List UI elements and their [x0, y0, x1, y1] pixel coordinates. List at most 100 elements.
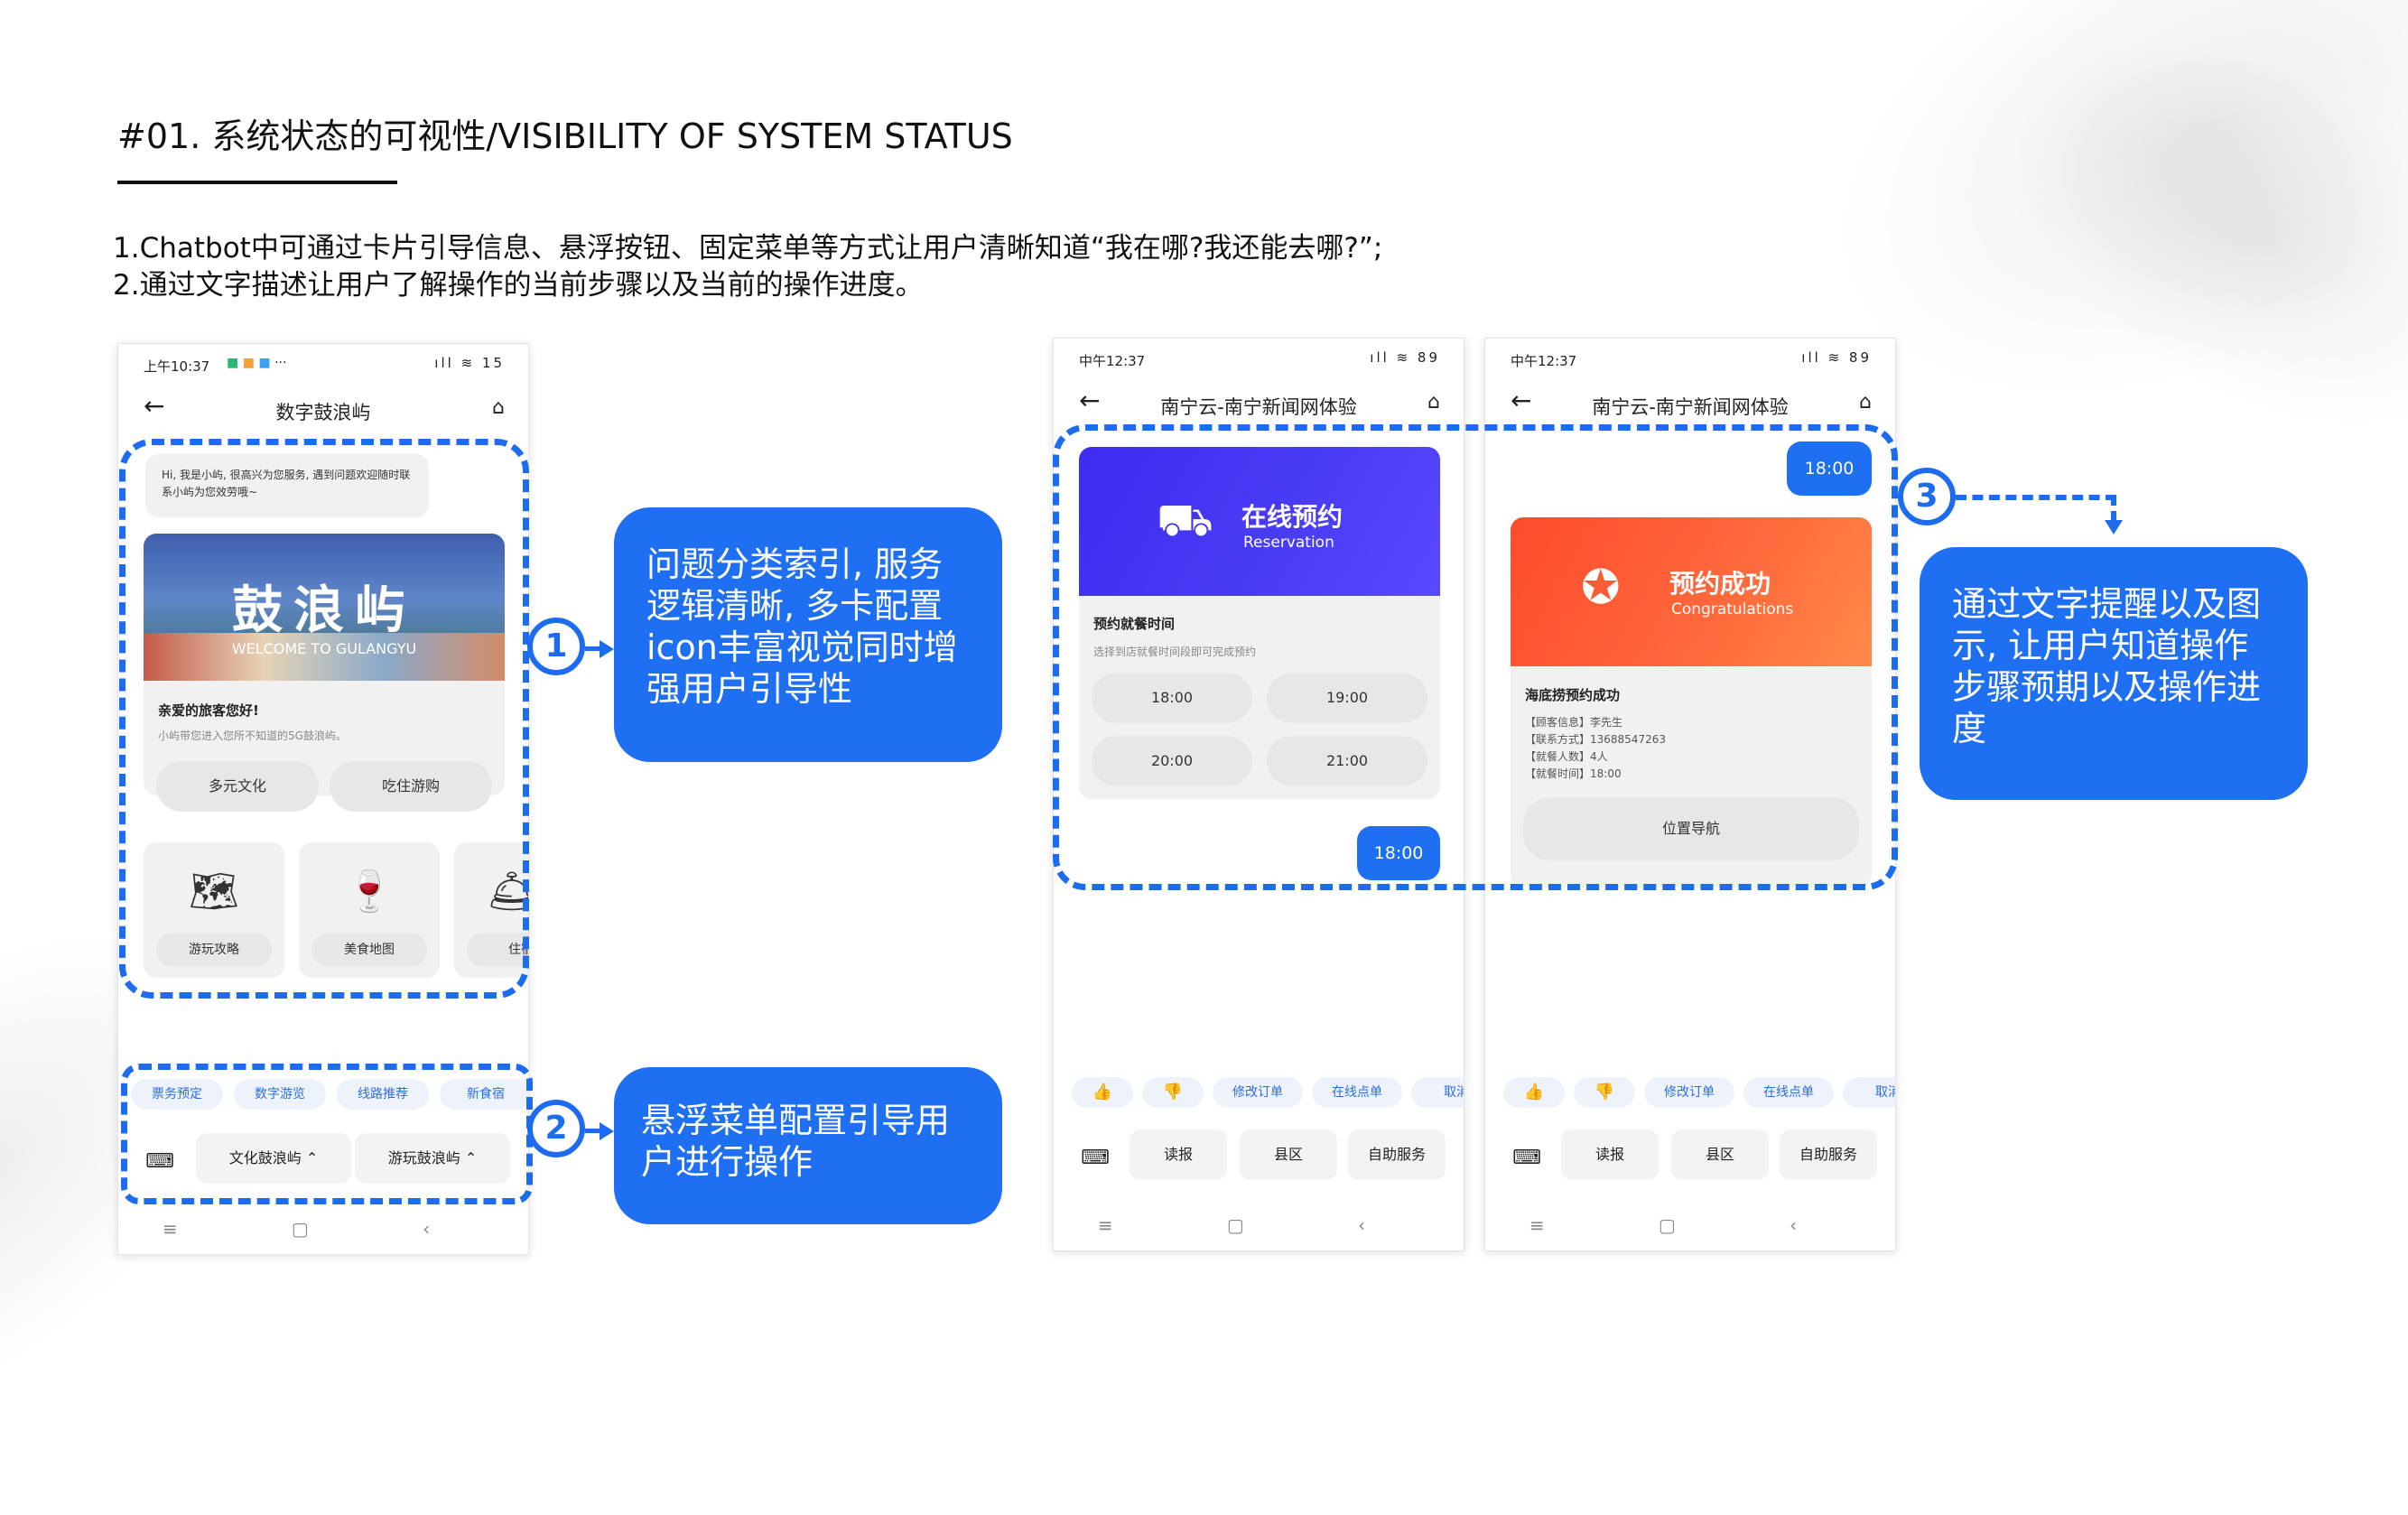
- page-description: 1.Chatbot中可通过卡片引导信息、悬浮按钮、固定菜单等方式让用户清晰知道“…: [113, 230, 1382, 304]
- menu-county[interactable]: 县区: [1240, 1129, 1337, 1180]
- menu-self-service[interactable]: 自助服务: [1348, 1129, 1446, 1180]
- nav-title: 南宁云-南宁新闻网体验: [1160, 396, 1357, 418]
- map-icon: 🗺: [189, 869, 239, 915]
- connector-3-horizontal: [1956, 495, 2116, 500]
- success-banner-subtitle: Congratulations: [1671, 600, 1794, 618]
- shop-icon[interactable]: ⌂: [1427, 391, 1440, 414]
- banner-title: 鼓浪屿: [232, 581, 416, 640]
- status-bar: 中午12:37 ıll ≋ 89: [1485, 339, 1895, 373]
- chip-routes[interactable]: 线路推荐: [337, 1079, 429, 1110]
- result-line-party-size: 【就餐人数】4人: [1525, 750, 1608, 763]
- thumbs-up-icon[interactable]: 👍: [1072, 1077, 1133, 1108]
- system-nav-bar[interactable]: ≡ ▢ ‹: [1097, 1214, 1420, 1236]
- marker-1: 1: [527, 618, 585, 675]
- phone-gulangyu: 上午10:37 ■ ■ ■ ··· ıll ≋ 15 ← 数字鼓浪屿 ⌂ Hi,…: [117, 343, 529, 1255]
- status-system-icons: ıll ≋ 89: [1370, 349, 1440, 366]
- thumbs-up-icon[interactable]: 👍: [1503, 1077, 1565, 1108]
- slot-2000[interactable]: 20:00: [1092, 736, 1252, 786]
- reservation-banner: ⛟ 在线预约 Reservation: [1079, 447, 1440, 596]
- description-line-1: 1.Chatbot中可通过卡片引导信息、悬浮按钮、固定菜单等方式让用户清晰知道“…: [113, 232, 1383, 265]
- diners-icon: ⛟: [1157, 494, 1213, 546]
- food-button[interactable]: 吃住游购: [330, 761, 492, 812]
- arrow-2: [600, 1122, 614, 1140]
- description-line-2: 2.通过文字描述让用户了解操作的当前步骤以及当前的操作进度。: [113, 269, 924, 302]
- menu-newspaper[interactable]: 读报: [1561, 1129, 1659, 1180]
- chip-cancel[interactable]: 取消: [1411, 1077, 1464, 1108]
- icon-card-guide-label: 游玩攻略: [156, 933, 272, 967]
- status-bar: 上午10:37 ■ ■ ■ ··· ıll ≋ 15: [118, 344, 528, 378]
- highlight-cards: [119, 439, 529, 999]
- icon-card-lodging[interactable]: 🛎 住宿: [454, 842, 528, 978]
- navigation-button[interactable]: 位置导航: [1523, 797, 1859, 860]
- status-app-icons: ■ ■ ■ ···: [227, 356, 287, 370]
- keyboard-icon[interactable]: ⌨: [1074, 1133, 1117, 1184]
- icon-card-dining-label: 美食地图: [311, 933, 427, 967]
- shop-icon[interactable]: ⌂: [1859, 391, 1872, 414]
- connector-2: [585, 1129, 603, 1133]
- menu-self-service[interactable]: 自助服务: [1780, 1129, 1877, 1180]
- nav-bar: ← 南宁云-南宁新闻网体验 ⌂: [1054, 375, 1464, 429]
- chip-online-order[interactable]: 在线点单: [1312, 1077, 1402, 1108]
- status-bar: 中午12:37 ıll ≋ 89: [1054, 339, 1464, 373]
- banner-sea: [144, 633, 505, 681]
- menu-play[interactable]: 游玩鼓浪屿 ⌃: [355, 1133, 510, 1184]
- callout-card-guidance: 问题分类索引, 服务逻辑清晰, 多卡配置icon丰富视觉同时增强用户引导性: [614, 507, 1002, 762]
- menu-culture[interactable]: 文化鼓浪屿 ⌃: [196, 1133, 351, 1184]
- highlight-menu: [121, 1064, 533, 1204]
- slot-1900[interactable]: 19:00: [1267, 673, 1427, 723]
- shop-icon[interactable]: ⌂: [492, 396, 505, 419]
- result-line-phone: 【联系方式】13688547263: [1525, 733, 1666, 746]
- menu-newspaper[interactable]: 读报: [1130, 1129, 1227, 1180]
- chip-cancel[interactable]: 取消: [1843, 1077, 1895, 1108]
- slot-1800[interactable]: 18:00: [1092, 673, 1252, 723]
- keyboard-icon[interactable]: ⌨: [138, 1137, 181, 1187]
- success-banner-title: 预约成功: [1669, 569, 1771, 599]
- menu-county[interactable]: 县区: [1671, 1129, 1769, 1180]
- status-system-icons: ıll ≋ 89: [1801, 349, 1872, 366]
- keyboard-icon[interactable]: ⌨: [1505, 1133, 1548, 1184]
- system-nav-bar[interactable]: ≡ ▢ ‹: [1529, 1214, 1852, 1236]
- chip-modify-order[interactable]: 修改订单: [1213, 1077, 1303, 1108]
- reservation-banner-subtitle: Reservation: [1243, 534, 1334, 552]
- back-arrow-icon[interactable]: ←: [1079, 386, 1101, 415]
- chip-online-order[interactable]: 在线点单: [1743, 1077, 1834, 1108]
- back-arrow-icon[interactable]: ←: [144, 391, 165, 421]
- title-underline: [117, 181, 397, 184]
- result-title: 海底捞预约成功: [1525, 687, 1621, 703]
- success-banner: ✪ 预约成功 Congratulations: [1511, 517, 1872, 666]
- chip-new-lodging[interactable]: 新食宿: [440, 1079, 528, 1110]
- icon-card-lodging-label: 住宿: [467, 933, 528, 967]
- slot-2100[interactable]: 21:00: [1267, 736, 1427, 786]
- welcome-card: 鼓浪屿 WELCOME TO GULANGYU 亲爱的旅客您好! 小屿带您进入您…: [144, 534, 505, 795]
- phone-reservation: 中午12:37 ıll ≋ 89 ← 南宁云-南宁新闻网体验 ⌂ ⛟ 在线预约 …: [1053, 338, 1464, 1251]
- nav-bar: ← 数字鼓浪屿 ⌂: [118, 380, 528, 434]
- highlight-reservation-flow: [1053, 424, 1898, 890]
- reservation-banner-title: 在线预约: [1241, 502, 1343, 532]
- lodging-icon: 🛎: [487, 868, 528, 915]
- card-text: 小屿带您进入您所不知道的5G鼓浪屿。: [158, 730, 347, 742]
- status-time: 中午12:37: [1079, 353, 1146, 369]
- icon-card-guide[interactable]: 🗺 游玩攻略: [144, 842, 284, 978]
- back-arrow-icon[interactable]: ←: [1511, 386, 1532, 415]
- reply-bubble: 18:00: [1357, 826, 1440, 880]
- connector-1: [585, 646, 603, 651]
- thumbs-up-badge-icon: ✪: [1581, 561, 1621, 615]
- chip-tickets[interactable]: 票务预定: [131, 1079, 223, 1110]
- chip-digital-tour[interactable]: 数字游览: [234, 1079, 326, 1110]
- system-nav-bar[interactable]: ≡ ▢ ‹: [162, 1218, 485, 1240]
- culture-button[interactable]: 多元文化: [156, 761, 319, 812]
- sent-time-bubble: 18:00: [1787, 441, 1872, 496]
- connector-3-vertical: [2111, 495, 2116, 522]
- marker-3: 3: [1898, 468, 1956, 525]
- arrow-1: [600, 640, 614, 658]
- banner-image: 鼓浪屿 WELCOME TO GULANGYU: [144, 534, 505, 681]
- nav-title: 数字鼓浪屿: [275, 402, 371, 423]
- thumbs-down-icon[interactable]: 👎: [1142, 1077, 1204, 1108]
- status-system-icons: ıll ≋ 15: [434, 355, 505, 371]
- section-title: 预约就餐时间: [1093, 616, 1176, 632]
- icon-card-dining[interactable]: 🍷 美食地图: [299, 842, 440, 978]
- chip-modify-order[interactable]: 修改订单: [1644, 1077, 1734, 1108]
- arrow-3: [2105, 520, 2123, 534]
- marker-2: 2: [527, 1100, 585, 1157]
- thumbs-down-icon[interactable]: 👎: [1574, 1077, 1635, 1108]
